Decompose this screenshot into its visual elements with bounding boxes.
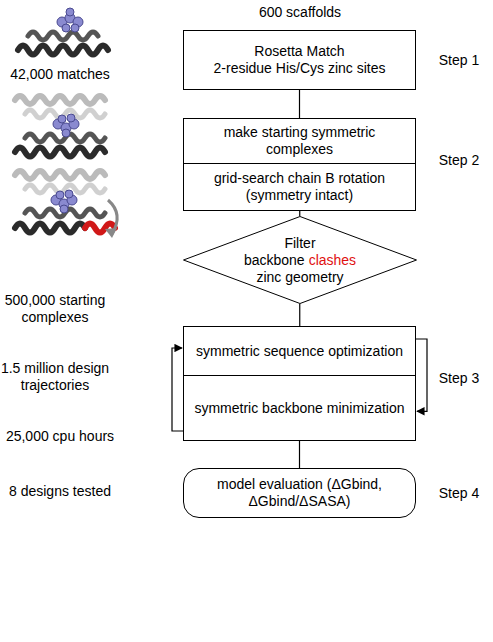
process-box: make starting symmetric complexes [183,118,416,164]
node-text: symmetric sequence optimization [196,343,403,359]
decision-diamond: Filterbackboneclasheszinc geometry [183,216,417,304]
node-text: model evaluation (ΔGbind, ΔGbind/ΔSASA) [217,476,382,509]
protein-model [18,8,108,55]
step-label: Step 3 [428,370,490,387]
count-label: 1.5 million design trajectories [0,360,110,394]
text-line: zinc geometry [256,269,343,286]
process-box: grid-search chain B rotation (symmetry i… [183,163,416,211]
step-label: Step 4 [428,485,490,502]
count-label: 8 designs tested [0,483,120,500]
text-line: Filter [284,235,315,252]
node-text: symmetric backbone minimization [194,400,404,416]
protein-complex-rotated [15,171,117,238]
process-box: symmetric backbone minimization [183,375,416,441]
node-text: clashes [309,252,356,268]
step-label: Step 2 [428,152,490,169]
loop-arrow [416,339,427,411]
node-text: backbone [244,252,305,268]
text-line: 2-residue His/Cys zinc sites [214,60,386,77]
terminal-box: model evaluation (ΔGbind, ΔGbind/ΔSASA) [183,468,416,518]
text-line: symmetric sequence optimization [196,343,403,360]
text-line: model evaluation (ΔGbind, ΔGbind/ΔSASA) [192,476,407,510]
node-text: 2-residue His/Cys zinc sites [214,60,386,76]
text-line: symmetric backbone minimization [194,400,404,417]
connector-line [299,90,300,118]
node-text: zinc geometry [256,269,343,285]
protein-complex [15,96,105,157]
text-line: Rosetta Match [254,43,344,60]
count-label: 25,000 cpu hours [0,428,120,445]
count-label: 600 scaffolds [220,4,380,21]
step-label: Step 1 [428,52,490,69]
node-text: grid-search chain B rotation (symmetry i… [214,170,385,203]
connector-line [299,211,300,216]
connector-line [299,441,300,468]
process-box: symmetric sequence optimization [183,326,416,376]
text-line: backboneclashes [244,252,356,269]
node-text: Rosetta Match [254,43,344,59]
count-label: 42,000 matches [5,66,115,83]
process-box: Rosetta Match2-residue His/Cys zinc site… [183,30,416,90]
loop-arrow [172,348,183,431]
node-text: make starting symmetric complexes [224,124,376,157]
node-text: Filter [284,235,315,251]
text-line: make starting symmetric complexes [192,124,407,158]
text-line: grid-search chain B rotation (symmetry i… [192,170,407,204]
count-label: 500,000 starting complexes [0,292,110,326]
connector-line [299,304,300,326]
